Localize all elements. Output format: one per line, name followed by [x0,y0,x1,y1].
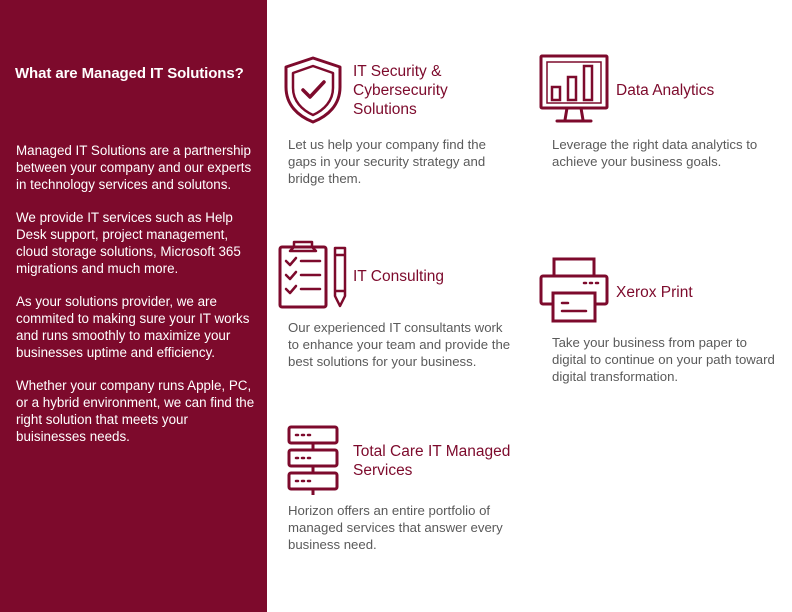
analytics-monitor-icon [538,53,610,125]
service-desc-security: Let us help your company find the gaps i… [288,137,486,186]
sidebar-paragraph-1: Managed IT Solutions are a partnership b… [16,143,252,192]
shield-check-icon [282,55,344,125]
sidebar-paragraph-2: We provide IT services such as Help Desk… [16,210,241,276]
service-desc-print: Take your business from paper to digital… [552,335,775,384]
service-desc-analytics: Leverage the right data analytics to ach… [552,137,758,169]
service-title-managed: Total Care IT Managed Services [353,443,511,479]
sidebar-panel: What are Managed IT Solutions? Managed I… [0,0,267,612]
sidebar-paragraph-4: Whether your company runs Apple, PC, or … [16,378,255,444]
service-desc-managed: Horizon offers an entire portfolio of ma… [288,503,503,552]
server-rack-icon [287,425,339,497]
sidebar-paragraph-3: As your solutions provider, we are commi… [16,294,250,360]
service-title-security: IT Security & Cybersecurity Solutions [353,63,448,118]
printer-icon [538,255,610,325]
service-title-analytics: Data Analytics [616,82,715,99]
service-title-print: Xerox Print [616,284,693,301]
service-desc-consulting: Our experienced IT consultants work to e… [288,320,511,369]
clipboard-checklist-icon [276,239,350,311]
sidebar-title: What are Managed IT Solutions? [15,65,244,82]
service-title-consulting: IT Consulting [353,268,445,285]
sidebar-body: Managed IT Solutions are a partnership b… [16,143,256,462]
